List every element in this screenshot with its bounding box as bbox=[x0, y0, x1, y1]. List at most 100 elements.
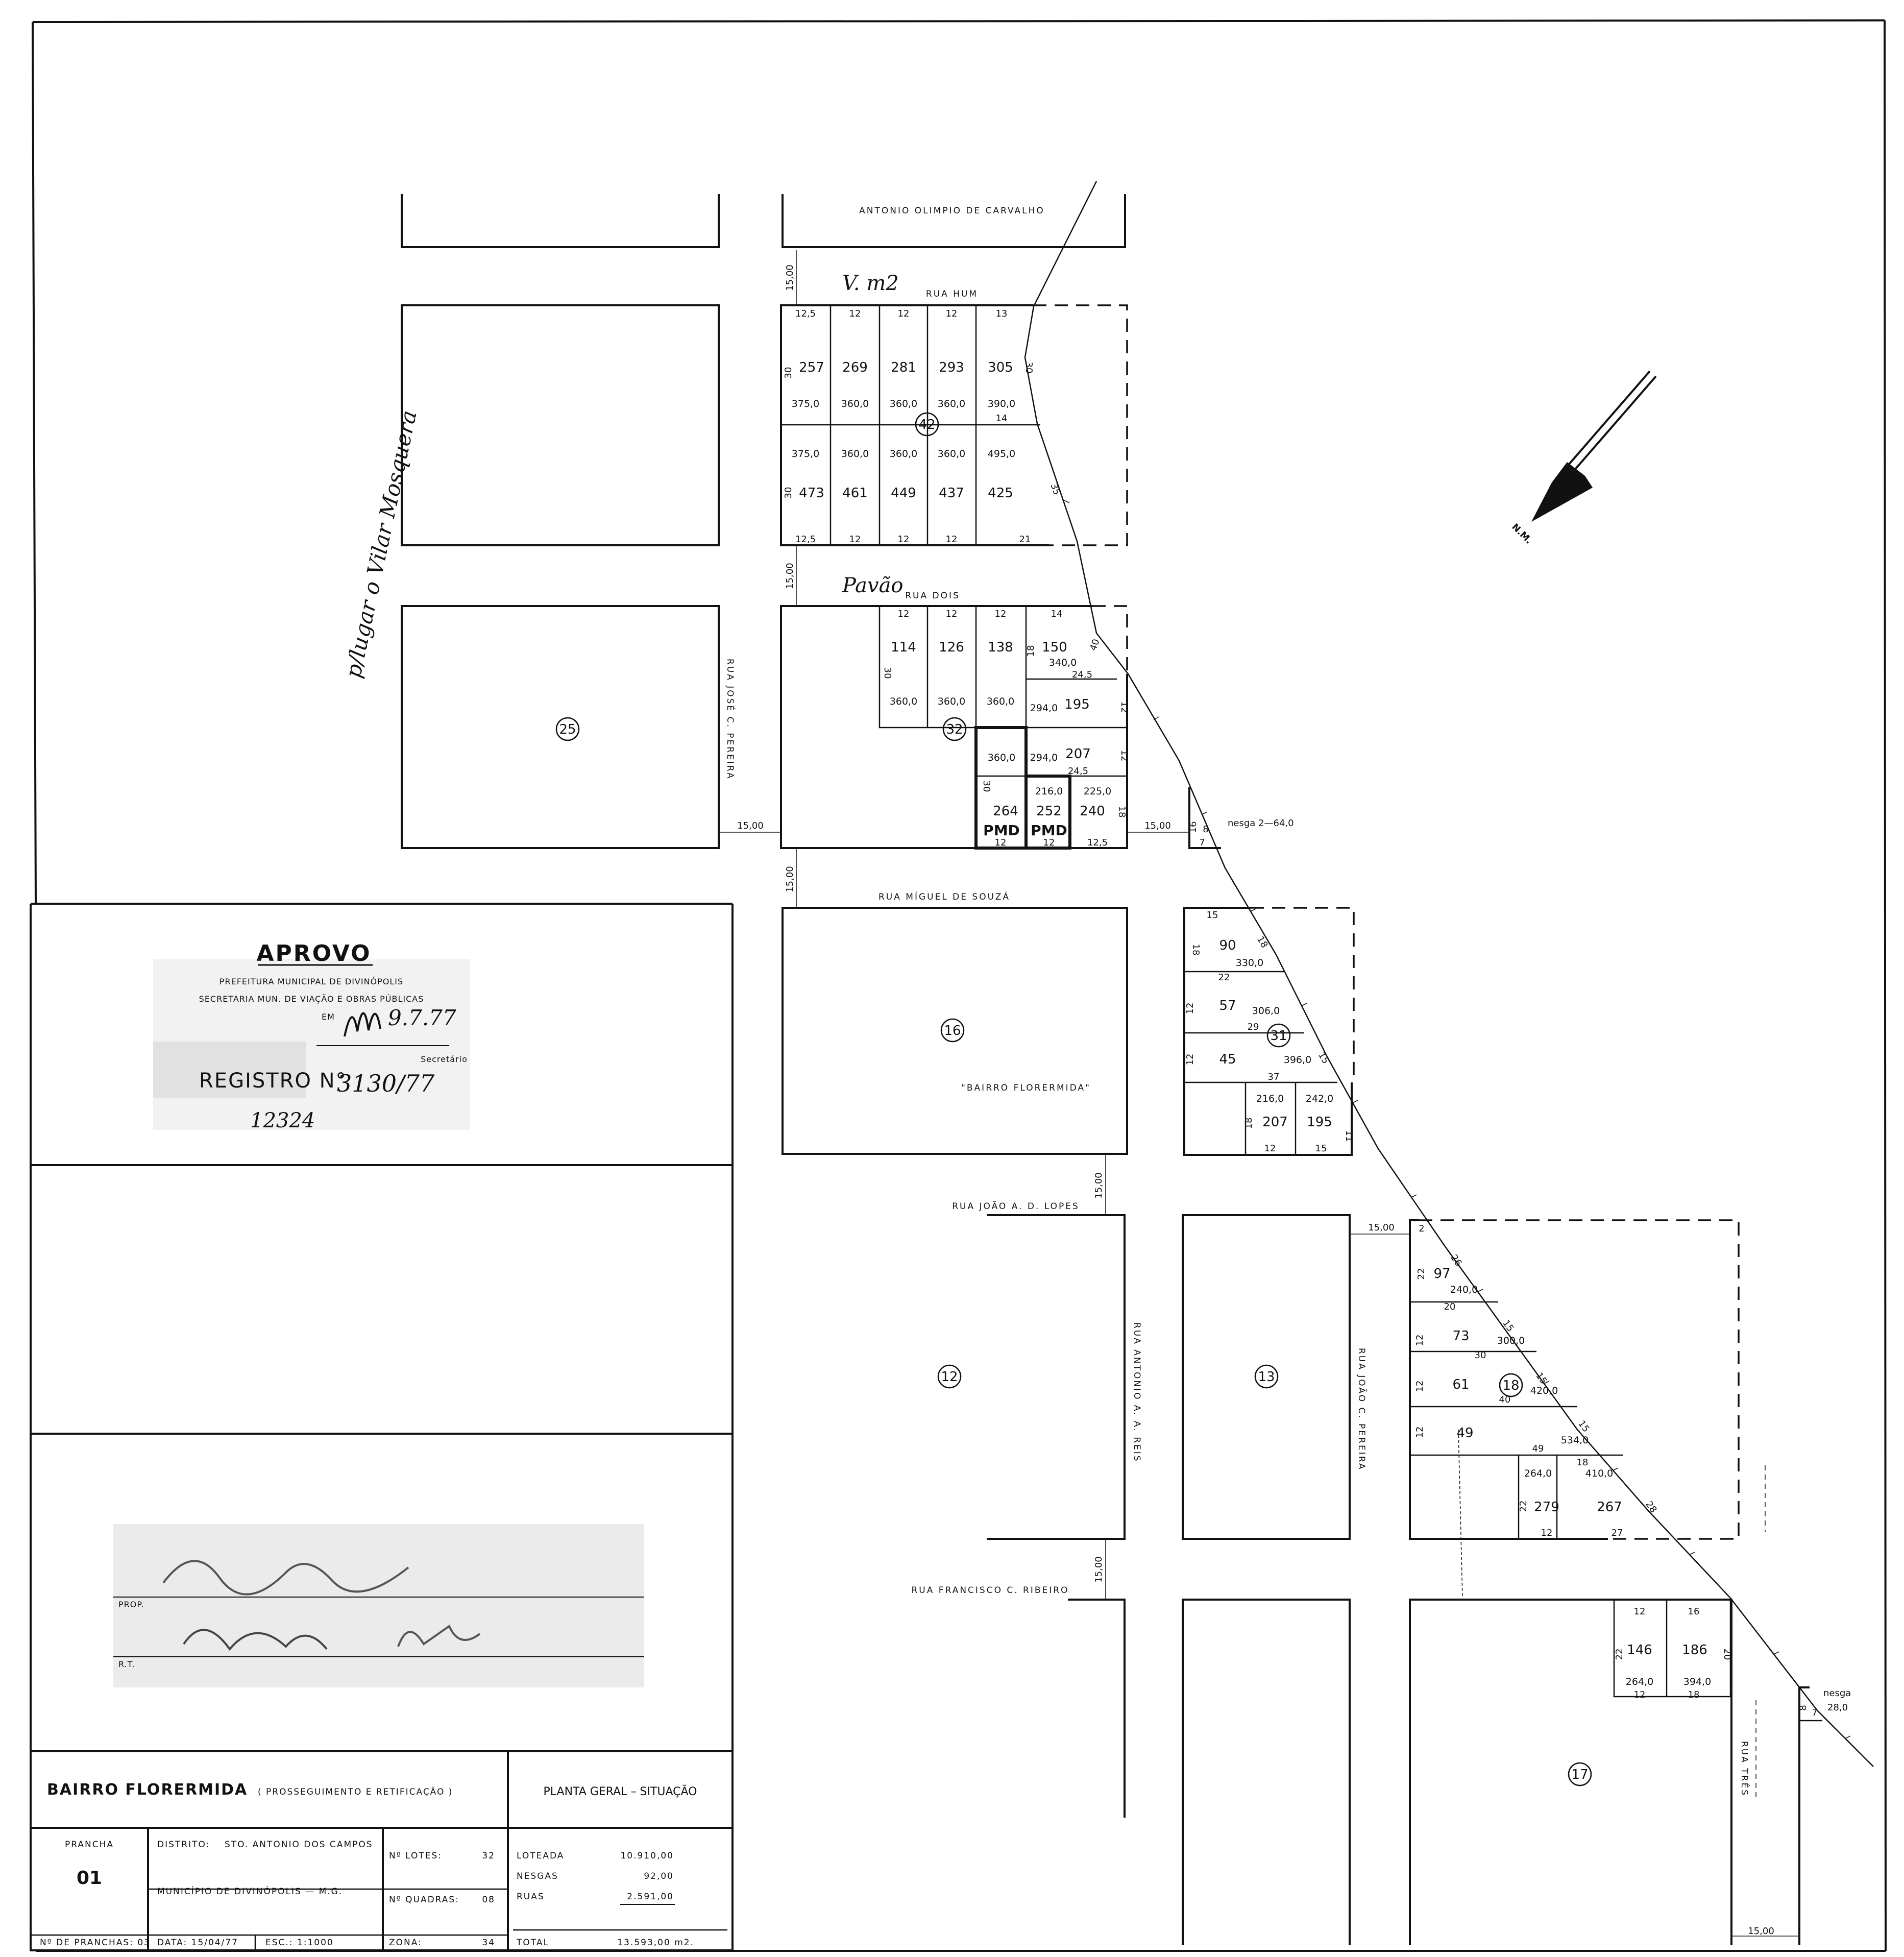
stamp-rt-label: R.T. bbox=[118, 1659, 135, 1669]
svg-text:12: 12 bbox=[1185, 1054, 1195, 1066]
svg-text:390,0: 390,0 bbox=[988, 398, 1015, 409]
svg-text:252: 252 bbox=[1036, 804, 1062, 819]
signature-stamp: PROP. R.T. bbox=[113, 1524, 644, 1687]
ruas-label: RUAS bbox=[517, 1892, 545, 1902]
svg-text:394,0: 394,0 bbox=[1683, 1676, 1711, 1687]
svg-text:30: 30 bbox=[783, 487, 794, 499]
title: BAIRRO FLORERMIDA bbox=[47, 1781, 248, 1799]
svg-text:73: 73 bbox=[1452, 1328, 1469, 1344]
svg-text:18: 18 bbox=[1577, 1457, 1589, 1468]
svg-text:12: 12 bbox=[1185, 1003, 1195, 1014]
svg-text:306,0: 306,0 bbox=[1252, 1005, 1280, 1017]
street-rua-francisco: RUA FRANCISCO C. RIBEIRO bbox=[912, 1585, 1069, 1596]
svg-text:449: 449 bbox=[891, 486, 916, 501]
svg-text:12: 12 bbox=[1043, 837, 1055, 848]
svg-text:49: 49 bbox=[1456, 1426, 1473, 1441]
svg-text:31: 31 bbox=[1270, 1028, 1287, 1044]
svg-text:57: 57 bbox=[1219, 998, 1236, 1013]
svg-text:22: 22 bbox=[1614, 1649, 1625, 1660]
block-42-widths-top: 12,5 12 12 12 13 bbox=[795, 308, 1007, 319]
block-16-number: 16 bbox=[940, 1018, 965, 1043]
svg-text:186: 186 bbox=[1682, 1642, 1707, 1658]
stamp-aprovo: APROVO bbox=[256, 940, 371, 967]
svg-text:360,0: 360,0 bbox=[988, 752, 1015, 763]
svg-text:11: 11 bbox=[1344, 1130, 1354, 1142]
width-rua-hum: 15,00 bbox=[785, 264, 795, 291]
pmd-lot-252: PMD bbox=[1031, 822, 1067, 839]
total-value: 13.593,00 m2. bbox=[617, 1938, 694, 1948]
block-17: 12 146 22 264,0 12 16 186 394,0 18 20 17 bbox=[1409, 1599, 1732, 1945]
zona-label: ZONA: bbox=[389, 1938, 422, 1948]
svg-text:12: 12 bbox=[946, 534, 958, 545]
block-16 bbox=[782, 907, 1128, 1155]
block-unnamed-top-left bbox=[401, 304, 720, 546]
svg-text:294,0: 294,0 bbox=[1030, 703, 1058, 714]
svg-text:13: 13 bbox=[996, 308, 1008, 319]
svg-text:420,0: 420,0 bbox=[1530, 1385, 1558, 1396]
svg-text:264,0: 264,0 bbox=[1524, 1468, 1552, 1479]
svg-text:15: 15 bbox=[1315, 1143, 1327, 1154]
svg-text:360,0: 360,0 bbox=[841, 448, 869, 460]
svg-text:330,0: 330,0 bbox=[1236, 957, 1263, 969]
block-bottom-left-corner bbox=[1068, 1599, 1126, 1818]
svg-text:360,0: 360,0 bbox=[890, 448, 917, 460]
block-42-lots-bottom: 473 461 449 437 425 bbox=[799, 486, 1013, 501]
svg-text:12: 12 bbox=[1119, 702, 1130, 713]
svg-text:216,0: 216,0 bbox=[1256, 1093, 1284, 1104]
street-rua-antonio-vertical: RUA ANTONIO A. A. REIS bbox=[1132, 1322, 1142, 1463]
subtitle: ( PROSSEGUIMENTO E RETIFICAÇÃO ) bbox=[258, 1786, 453, 1797]
svg-text:8: 8 bbox=[1798, 1705, 1809, 1710]
svg-text:22: 22 bbox=[1218, 972, 1230, 983]
lotes-label: Nº LOTES: bbox=[389, 1851, 442, 1861]
svg-text:146: 146 bbox=[1627, 1642, 1652, 1658]
svg-text:18: 18 bbox=[1688, 1689, 1700, 1700]
svg-text:20: 20 bbox=[1444, 1301, 1456, 1312]
street-rua-dois: RUA DOIS bbox=[905, 591, 960, 601]
svg-text:216,0: 216,0 bbox=[1035, 786, 1063, 797]
top-street-segments: ANTONIO OLIMPIO DE CARVALHO bbox=[401, 194, 1126, 248]
svg-text:495,0: 495,0 bbox=[988, 448, 1015, 460]
block-42-number: 42 bbox=[915, 412, 939, 437]
svg-text:32: 32 bbox=[946, 722, 963, 737]
street-rua-tres: RUA TRÊS bbox=[1739, 1741, 1750, 1797]
block-32-lots-top: 114 126 138 150 bbox=[891, 640, 1067, 655]
width-rua-dois: 15,00 bbox=[785, 563, 795, 589]
lotes-value: 32 bbox=[482, 1851, 495, 1861]
svg-text:12: 12 bbox=[898, 534, 910, 545]
street-rua-hum: RUA HUM bbox=[926, 289, 978, 299]
block-31-number: 31 bbox=[1266, 1023, 1291, 1048]
plan-type: PLANTA GERAL – SITUAÇÃO bbox=[544, 1784, 697, 1798]
block-25 bbox=[401, 605, 720, 849]
total-label: TOTAL bbox=[516, 1938, 549, 1948]
nesga-top: 15,00 nesga 2—64,0 16 7 8 bbox=[1127, 787, 1294, 849]
svg-text:240: 240 bbox=[1080, 804, 1105, 819]
svg-text:12: 12 bbox=[849, 308, 861, 319]
svg-text:114: 114 bbox=[891, 640, 916, 655]
svg-text:12: 12 bbox=[1414, 1381, 1425, 1392]
svg-text:240,0: 240,0 bbox=[1450, 1284, 1478, 1295]
svg-text:267: 267 bbox=[1597, 1500, 1622, 1515]
svg-text:8: 8 bbox=[1203, 824, 1208, 835]
svg-text:150: 150 bbox=[1042, 640, 1067, 655]
svg-text:24,5: 24,5 bbox=[1072, 669, 1092, 680]
nesgas-value: 92,00 bbox=[644, 1871, 674, 1881]
stamp-secretario: Secretário bbox=[421, 1054, 468, 1064]
svg-text:22: 22 bbox=[1416, 1268, 1427, 1280]
block-12 bbox=[987, 1214, 1126, 1540]
svg-text:12: 12 bbox=[1414, 1335, 1425, 1346]
svg-text:437: 437 bbox=[939, 486, 964, 501]
svg-text:12,5: 12,5 bbox=[795, 534, 816, 545]
svg-text:49: 49 bbox=[1532, 1443, 1544, 1454]
svg-text:225,0: 225,0 bbox=[1084, 786, 1111, 797]
stamp-em: EM bbox=[322, 1012, 335, 1022]
svg-text:7: 7 bbox=[1812, 1707, 1817, 1718]
stamp-prop-label: PROP. bbox=[118, 1600, 144, 1609]
svg-text:nesga 2—64,0: nesga 2—64,0 bbox=[1228, 818, 1294, 829]
boundary-ticks bbox=[1064, 500, 1851, 1739]
stamp-registro-num: 3130/77 bbox=[337, 1070, 435, 1097]
prancha-label: PRANCHA bbox=[65, 1840, 114, 1850]
svg-text:18: 18 bbox=[1502, 1378, 1519, 1393]
svg-text:207: 207 bbox=[1065, 746, 1091, 762]
svg-text:14: 14 bbox=[996, 413, 1008, 424]
svg-text:242,0: 242,0 bbox=[1306, 1093, 1333, 1104]
